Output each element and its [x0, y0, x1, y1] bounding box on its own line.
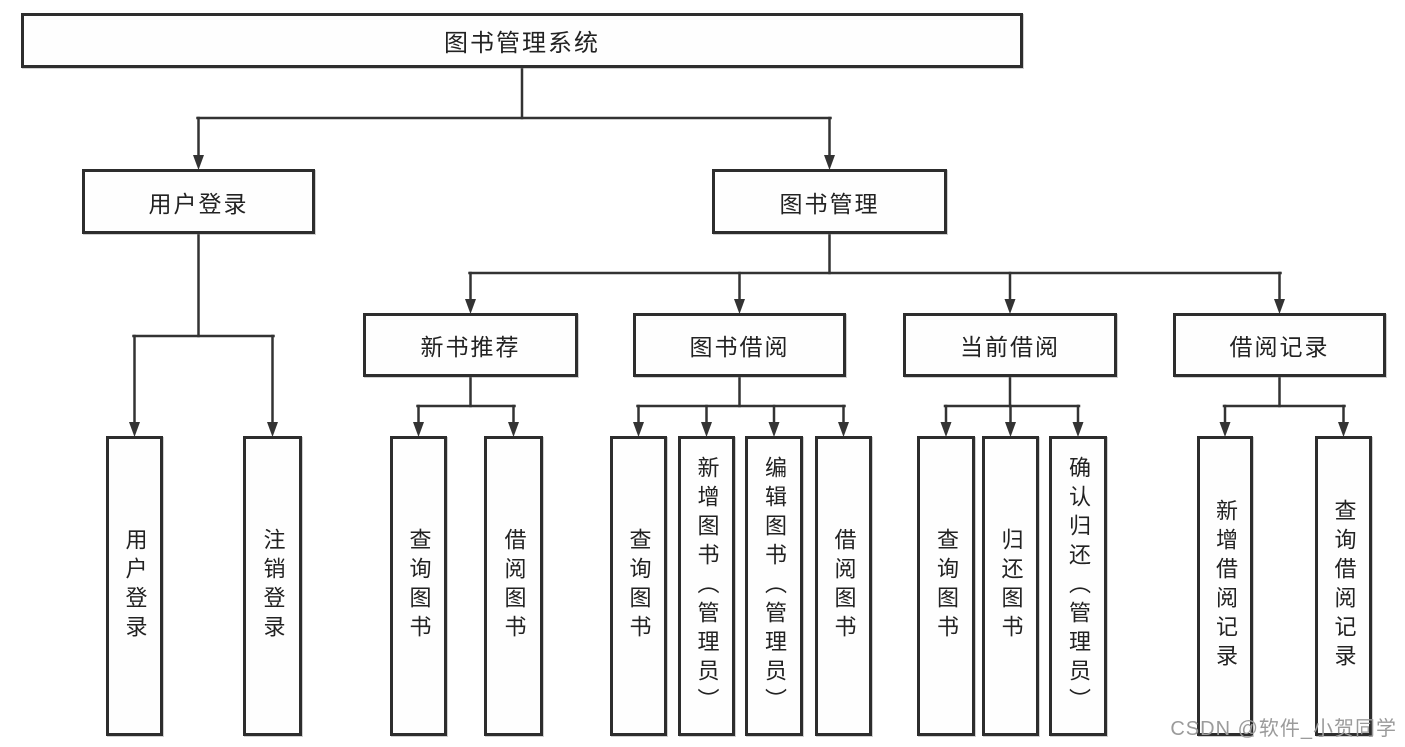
node-label-leaf-borrow-book-2: 借阅图书	[831, 528, 857, 644]
node-root: 图书管理系统	[21, 13, 1023, 68]
node-label-current-borrow: 当前借阅	[960, 334, 1060, 360]
node-label-leaf-add-record: 新增借阅记录	[1213, 499, 1238, 673]
node-label-leaf-return-book: 归还图书	[998, 528, 1024, 644]
node-user-login: 用户登录	[82, 169, 315, 234]
node-current-borrow: 当前借阅	[903, 313, 1117, 377]
node-leaf-add-book: 新增图书（管理员）	[678, 436, 735, 736]
node-label-borrow-records: 借阅记录	[1229, 334, 1330, 360]
node-label-leaf-query-record: 查询借阅记录	[1331, 499, 1357, 673]
node-label-user-login: 用户登录	[148, 190, 249, 217]
node-leaf-query-record: 查询借阅记录	[1315, 436, 1372, 736]
node-leaf-return-book: 归还图书	[982, 436, 1039, 736]
arrowhead	[838, 422, 849, 437]
arrowhead	[1005, 422, 1016, 437]
node-new-book-rec: 新书推荐	[363, 313, 578, 377]
node-label-root: 图书管理系统	[444, 30, 600, 57]
node-label-leaf-query-book-2: 查询图书	[626, 528, 652, 644]
arrowhead	[413, 422, 424, 437]
node-leaf-query-book-1: 查询图书	[390, 436, 447, 736]
arrowhead	[768, 422, 780, 437]
arrowhead	[465, 299, 476, 314]
arrowhead	[508, 422, 519, 437]
arrowhead	[734, 299, 745, 314]
node-leaf-query-book-3: 查询图书	[917, 436, 975, 736]
arrowhead	[1004, 299, 1016, 314]
node-label-leaf-user-login: 用户登录	[122, 528, 148, 644]
node-leaf-query-book-2: 查询图书	[610, 436, 667, 736]
node-leaf-borrow-book-1: 借阅图书	[484, 436, 543, 736]
node-label-leaf-borrow-book-1: 借阅图书	[501, 528, 527, 644]
arrowhead	[1338, 422, 1349, 437]
node-label-book-borrow: 图书借阅	[689, 334, 790, 360]
arrowhead	[1219, 422, 1231, 437]
arrowhead	[193, 155, 204, 170]
arrowhead	[701, 422, 712, 437]
node-label-leaf-edit-book: 编辑图书（管理员）	[762, 455, 787, 717]
node-leaf-logout: 注销登录	[243, 436, 302, 736]
node-label-leaf-logout: 注销登录	[260, 528, 286, 644]
node-borrow-records: 借阅记录	[1173, 313, 1386, 377]
node-label-leaf-query-book-3: 查询图书	[934, 528, 959, 644]
watermark: CSDN @软件_小贺同学	[1170, 718, 1397, 740]
node-book-borrow: 图书借阅	[633, 313, 846, 377]
node-label-leaf-confirm-return: 确认归还（管理员）	[1066, 455, 1091, 717]
node-label-leaf-add-book: 新增图书（管理员）	[694, 455, 720, 717]
arrowhead	[129, 422, 140, 437]
node-label-new-book-rec: 新书推荐	[420, 334, 521, 360]
node-leaf-edit-book: 编辑图书（管理员）	[745, 436, 803, 736]
node-leaf-user-login: 用户登录	[106, 436, 163, 736]
node-label-leaf-query-book-1: 查询图书	[406, 528, 432, 644]
arrowhead	[824, 155, 835, 170]
node-leaf-add-record: 新增借阅记录	[1197, 436, 1253, 736]
node-leaf-borrow-book-2: 借阅图书	[815, 436, 872, 736]
arrowhead	[940, 422, 952, 437]
arrowhead	[267, 422, 278, 437]
arrowhead	[633, 422, 644, 437]
node-leaf-confirm-return: 确认归还（管理员）	[1049, 436, 1107, 736]
arrowhead	[1274, 299, 1285, 314]
node-label-book-mgmt: 图书管理	[779, 190, 880, 217]
node-book-mgmt: 图书管理	[712, 169, 947, 234]
arrowhead	[1072, 422, 1084, 437]
